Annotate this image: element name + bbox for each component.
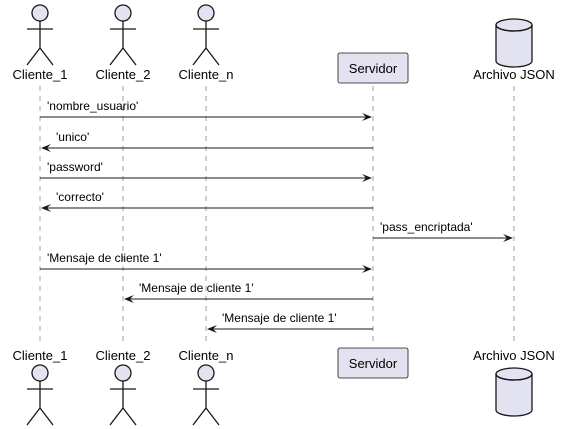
actor-icon-top-c2	[109, 4, 137, 66]
participant-label-top-c2: Cliente_2	[96, 67, 151, 82]
message-5: 'pass_encriptada'	[373, 220, 513, 242]
actor-icon-top-cn	[192, 4, 220, 66]
lifelines	[39, 86, 515, 343]
message-4: 'correcto'	[41, 190, 373, 212]
database-icon-top-db	[495, 18, 533, 68]
arrowhead-icon	[207, 325, 217, 333]
participant-box-top-srv: Servidor	[337, 52, 409, 84]
actor-icon-bottom-c1	[26, 364, 54, 426]
message-label: 'pass_encriptada'	[380, 220, 473, 234]
participant-label-bottom-c1: Cliente_1	[13, 348, 68, 363]
database-icon-bottom-db	[495, 367, 533, 417]
message-label: 'Mensaje de cliente 1'	[222, 311, 337, 325]
message-label: 'password'	[47, 160, 103, 174]
participant-box-top-srv-label: Servidor	[349, 61, 398, 76]
message-label: 'Mensaje de cliente 1'	[139, 281, 254, 295]
message-label: 'correcto'	[56, 190, 104, 204]
message-label: 'unico'	[56, 130, 89, 144]
participant-label-top-db: Archivo JSON	[473, 67, 555, 82]
participant-label-bottom-db: Archivo JSON	[473, 348, 555, 363]
arrowhead-icon	[41, 204, 51, 212]
arrowhead-icon	[41, 144, 51, 152]
message-7: 'Mensaje de cliente 1'	[124, 281, 373, 303]
actor-icon-bottom-c2	[109, 364, 137, 426]
arrowhead-icon	[362, 174, 372, 182]
arrowhead-icon	[503, 234, 513, 242]
message-label: 'Mensaje de cliente 1'	[47, 251, 162, 265]
arrowhead-icon	[362, 265, 372, 273]
message-6: 'Mensaje de cliente 1'	[40, 251, 372, 273]
arrowhead-icon	[362, 113, 372, 121]
participant-heads-top: Cliente_1 Cliente_2 Cliente_n Servidor Archi…	[13, 4, 555, 84]
arrowhead-icon	[124, 295, 134, 303]
participant-box-bottom-srv: Servidor	[337, 347, 409, 379]
message-label: 'nombre_usuario'	[47, 99, 138, 113]
actor-icon-top-c1	[26, 4, 54, 66]
participant-label-top-c1: Cliente_1	[13, 67, 68, 82]
messages: 'nombre_usuario' 'unico' 'password' 'correc…	[40, 99, 513, 333]
actor-icon-bottom-cn	[192, 364, 220, 426]
participant-label-bottom-c2: Cliente_2	[96, 348, 151, 363]
participant-box-bottom-srv-label: Servidor	[349, 356, 398, 371]
message-8: 'Mensaje de cliente 1'	[207, 311, 373, 333]
message-2: 'unico'	[41, 130, 373, 152]
message-1: 'nombre_usuario'	[40, 99, 372, 121]
participant-label-bottom-cn: Cliente_n	[179, 348, 234, 363]
participant-label-top-cn: Cliente_n	[179, 67, 234, 82]
message-3: 'password'	[40, 160, 372, 182]
